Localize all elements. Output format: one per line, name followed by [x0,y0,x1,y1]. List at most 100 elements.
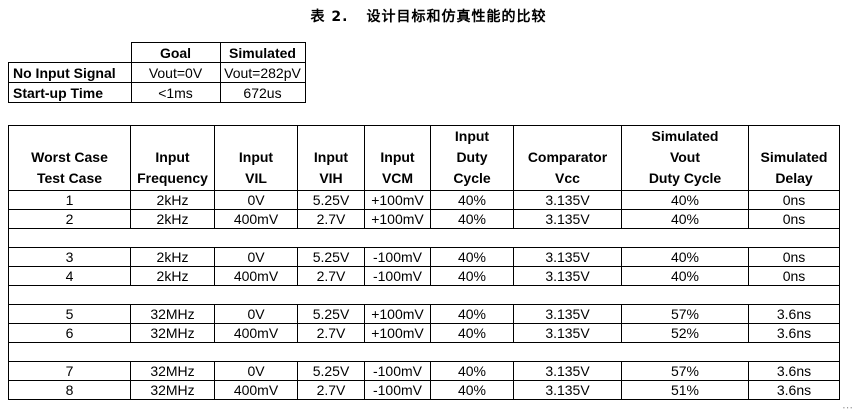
cell-input-vil: 400mV [214,266,298,286]
cell-comparator-vcc: 3.135V [513,209,622,229]
cell-input-vih: 2.7V [297,209,365,229]
cell-input-frequency: 32MHz [130,361,215,381]
cell-input-duty-cycle: 40% [430,323,514,343]
cell-input-vih: 5.25V [297,304,365,324]
caption-number: 表 2. [310,9,349,25]
cell-input-duty-cycle: 40% [430,380,514,400]
cell-test-case: 6 [8,323,131,343]
summary-table: Goal Simulated No Input Signal Vout=0V V… [8,42,306,103]
spacer-cell [8,228,840,248]
cell-simulated-vout-duty-cycle: 52% [621,323,749,343]
cell-test-case: 1 [8,190,131,210]
summary-row-label: Start-up Time [8,82,132,103]
spacer-cell [8,342,840,362]
cell-comparator-vcc: 3.135V [513,304,622,324]
watermark-logo: ⋯ [842,401,853,414]
cell-input-vil: 0V [214,361,298,381]
cell-simulated-delay: 3.6ns [748,380,840,400]
cell-simulated-vout-duty-cycle: 40% [621,247,749,267]
cell-input-duty-cycle: 40% [430,247,514,267]
cell-input-vcm: +100mV [364,209,431,229]
cell-input-frequency: 2kHz [130,247,215,267]
cell-test-case: 3 [8,247,131,267]
cell-simulated-vout-duty-cycle: 40% [621,266,749,286]
summary-row: Start-up Time <1ms 672us [8,82,306,103]
cell-test-case: 8 [8,380,131,400]
spacer-cell [8,285,840,305]
cell-simulated-delay: 3.6ns [748,361,840,381]
summary-goal-cell: Vout=0V [130,62,221,83]
summary-header-simulated: Simulated [219,42,306,63]
cell-test-case: 4 [8,266,131,286]
cell-input-duty-cycle: 40% [430,209,514,229]
cell-simulated-delay: 3.6ns [748,304,840,324]
cell-simulated-vout-duty-cycle: 40% [621,190,749,210]
cell-input-duty-cycle: 40% [430,190,514,210]
summary-simulated-cell: Vout=282pV [219,62,306,83]
cell-input-duty-cycle: 40% [430,361,514,381]
cell-input-vcm: +100mV [364,323,431,343]
cell-simulated-delay: 0ns [748,247,840,267]
cell-test-case: 5 [8,304,131,324]
cell-simulated-delay: 0ns [748,209,840,229]
cell-input-frequency: 32MHz [130,304,215,324]
cell-input-vil: 0V [214,304,298,324]
cell-input-vil: 400mV [214,323,298,343]
cell-input-vcm: -100mV [364,380,431,400]
cell-input-vih: 2.7V [297,323,365,343]
cell-input-frequency: 32MHz [130,323,215,343]
cell-simulated-vout-duty-cycle: 57% [621,361,749,381]
summary-row-label: No Input Signal [8,62,132,83]
cell-input-vcm: +100mV [364,304,431,324]
cell-simulated-vout-duty-cycle: 57% [621,304,749,324]
cell-input-frequency: 2kHz [130,266,215,286]
cell-input-duty-cycle: 40% [430,304,514,324]
cell-input-vih: 5.25V [297,361,365,381]
cell-input-vih: 2.7V [297,266,365,286]
cell-comparator-vcc: 3.135V [513,323,622,343]
cell-comparator-vcc: 3.135V [513,380,622,400]
caption-title: 设计目标和仿真性能的比较 [366,9,547,25]
cell-test-case: 2 [8,209,131,229]
cell-input-frequency: 32MHz [130,380,215,400]
cell-input-vil: 0V [214,247,298,267]
cell-input-vcm: -100mV [364,266,431,286]
cell-input-vih: 2.7V [297,380,365,400]
summary-header-row: Goal Simulated [8,42,306,63]
cell-comparator-vcc: 3.135V [513,247,622,267]
cell-simulated-vout-duty-cycle: 51% [621,380,749,400]
group-spacer-row [8,285,840,305]
summary-simulated-cell: 672us [219,82,306,103]
cell-input-vih: 5.25V [297,247,365,267]
cell-input-vil: 0V [214,190,298,210]
cell-comparator-vcc: 3.135V [513,361,622,381]
cell-comparator-vcc: 3.135V [513,266,622,286]
group-spacer-row [8,228,840,248]
cell-input-vcm: +100mV [364,190,431,210]
summary-row: No Input Signal Vout=0V Vout=282pV [8,62,306,83]
cell-input-vil: 400mV [214,209,298,229]
cell-input-frequency: 2kHz [130,190,215,210]
cell-simulated-delay: 3.6ns [748,323,840,343]
cell-simulated-delay: 0ns [748,190,840,210]
cell-simulated-vout-duty-cycle: 40% [621,209,749,229]
